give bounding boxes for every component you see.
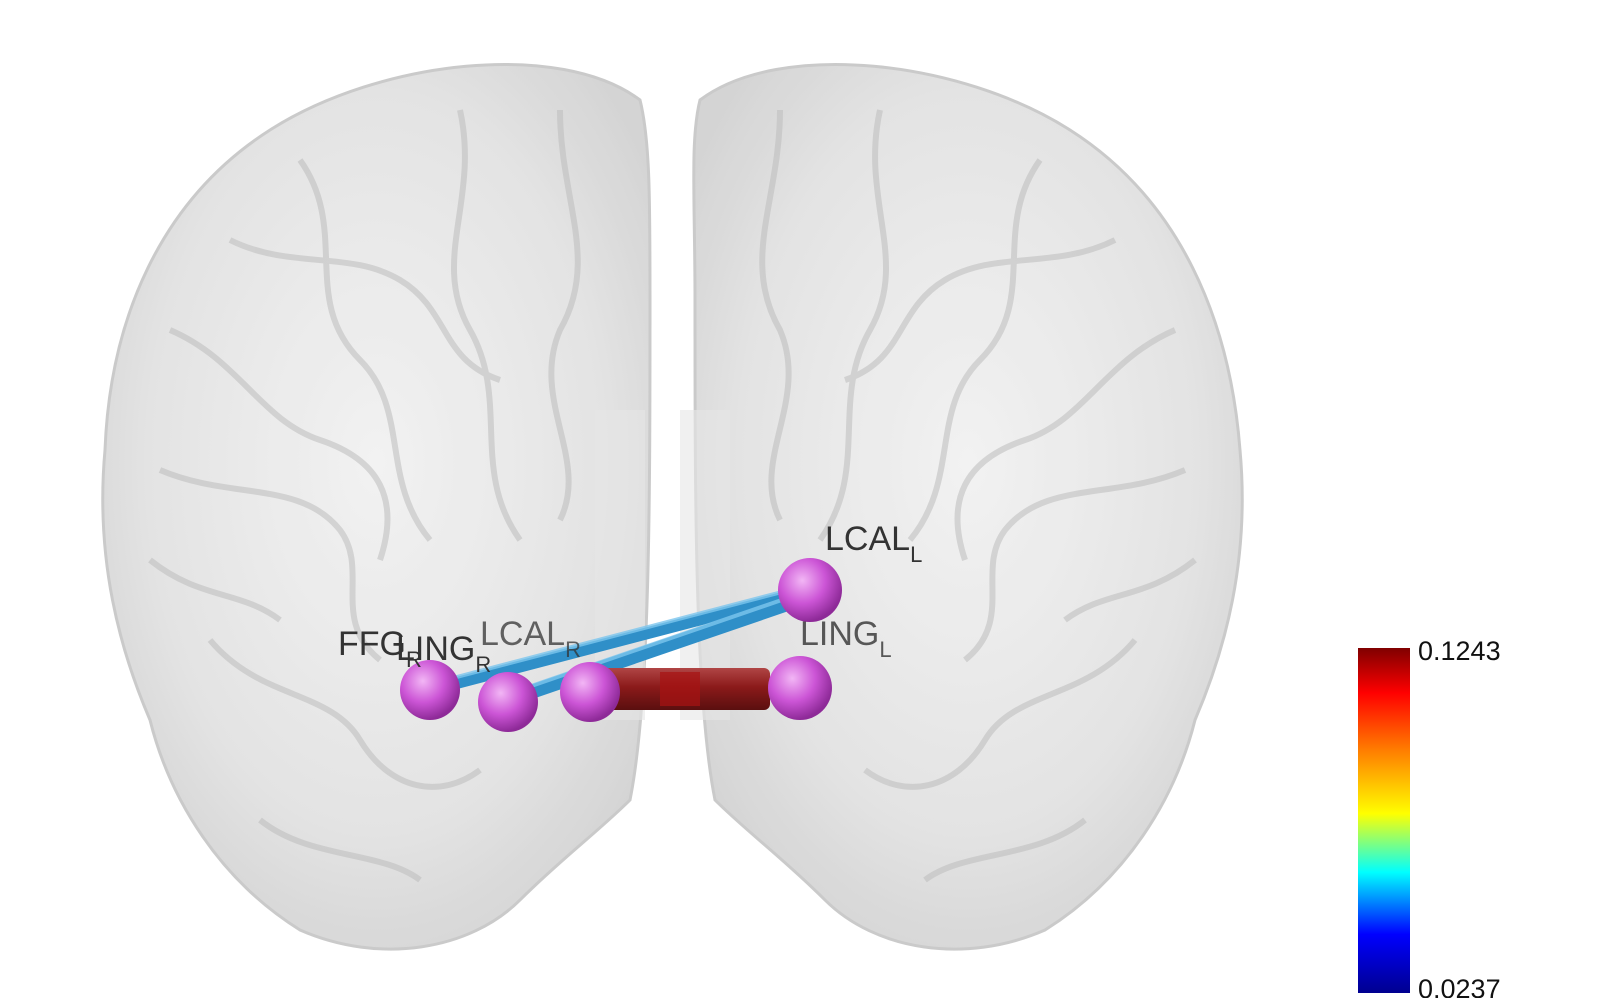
right-hemisphere — [694, 64, 1242, 949]
label-ling-l-name: LING — [800, 615, 879, 653]
colorbar: 0.1243 0.0237 — [1358, 636, 1501, 998]
colorbar-min-label: 0.0237 — [1418, 974, 1501, 998]
node-lcal-l — [778, 558, 842, 622]
label-lcal-l-name: LCAL — [825, 520, 910, 558]
colorbar-gradient — [1358, 648, 1410, 993]
node-ling-l — [768, 656, 832, 720]
colorbar-max-label: 0.1243 — [1418, 636, 1501, 666]
node-ling-r — [478, 672, 538, 732]
label-lcal-r-sub: R — [565, 637, 581, 662]
node-lcal-r — [560, 662, 620, 722]
label-lcal-r-name: LCAL — [480, 615, 565, 653]
label-ling-r-sub: R — [475, 652, 491, 677]
left-hemisphere — [103, 64, 650, 949]
label-ling-l-sub: L — [879, 637, 891, 662]
label-ling-r-name: LING — [396, 630, 475, 668]
label-lcal-l-sub: L — [910, 542, 922, 567]
edge-lcal-r-ling-l — [595, 668, 770, 710]
